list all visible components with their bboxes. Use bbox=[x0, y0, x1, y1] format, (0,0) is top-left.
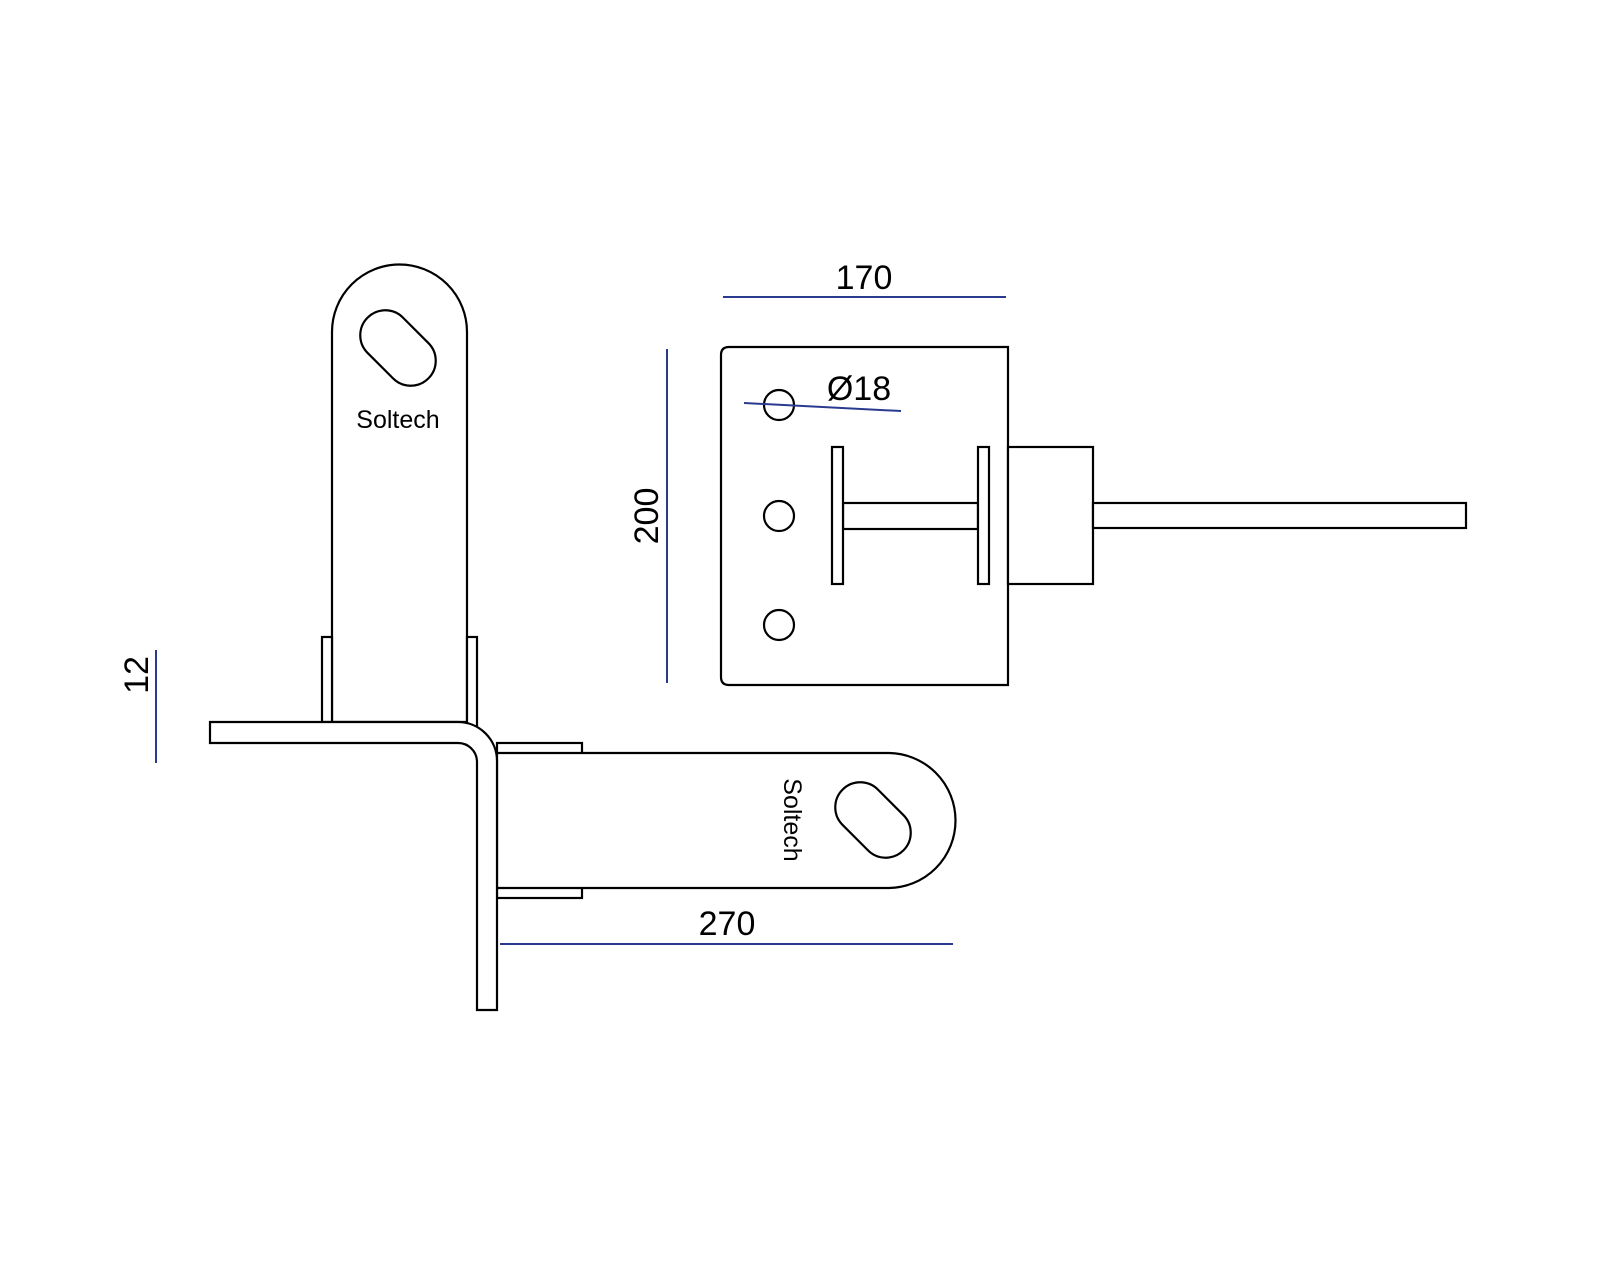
gusset-left bbox=[320, 635, 334, 724]
svg-text:Ø18: Ø18 bbox=[827, 370, 891, 408]
flange-left bbox=[830, 445, 845, 586]
block bbox=[1006, 445, 1095, 586]
dimension-200: 200 bbox=[628, 349, 668, 683]
rod-outer bbox=[1091, 501, 1468, 530]
svg-text:200: 200 bbox=[628, 488, 666, 545]
svg-text:270: 270 bbox=[699, 905, 756, 943]
brand-label-top: Soltech bbox=[356, 406, 439, 434]
gusset-right bbox=[465, 635, 479, 729]
svg-text:170: 170 bbox=[836, 259, 893, 297]
dimension-12: 12 bbox=[118, 650, 157, 763]
flange-right bbox=[976, 445, 991, 586]
horizontal-lug-plate: Soltech bbox=[495, 741, 957, 900]
bolt-hole-3 bbox=[762, 608, 796, 642]
slot-hole-top bbox=[359, 309, 437, 387]
dimension-diameter: Ø18 bbox=[743, 370, 902, 412]
slot-hole-side bbox=[834, 781, 912, 859]
dimension-170: 170 bbox=[723, 259, 1006, 298]
svg-text:12: 12 bbox=[118, 656, 156, 694]
bolt-hole-2 bbox=[762, 499, 796, 533]
vertical-lug-plate: Soltech bbox=[330, 263, 469, 724]
brand-label-side: Soltech bbox=[778, 778, 806, 861]
angle-bracket bbox=[208, 720, 499, 1012]
rod-inner bbox=[841, 501, 980, 531]
dimension-270: 270 bbox=[500, 905, 953, 945]
base-plate-view bbox=[719, 345, 1468, 687]
